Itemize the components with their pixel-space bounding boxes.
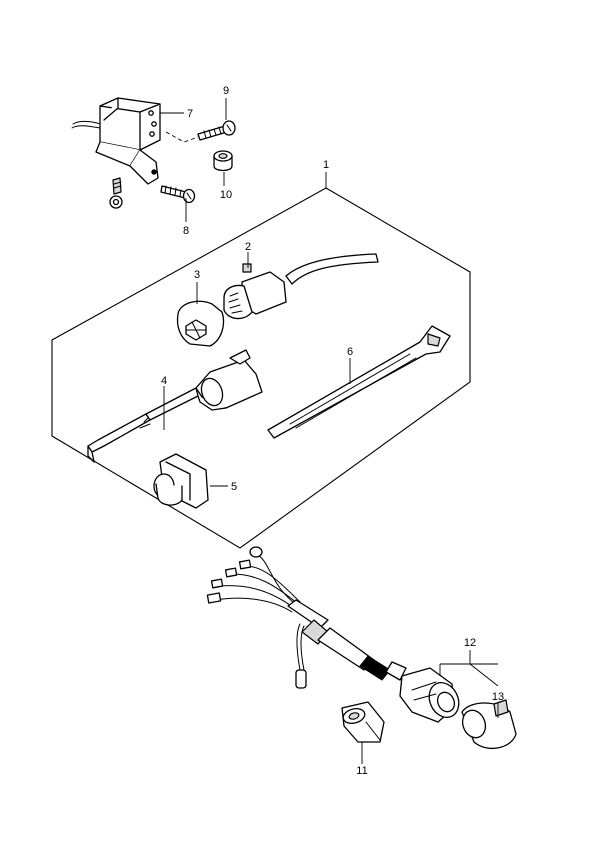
part-12-socket [399, 667, 460, 723]
part-6-cable-tie [267, 325, 451, 439]
kit-outline-frame [51, 187, 471, 549]
callout-9: 9 [223, 85, 229, 97]
part-11-grommet [341, 701, 385, 743]
part-8-screw [160, 185, 196, 204]
part-4-terminal [87, 349, 263, 463]
part-3-grommet [176, 300, 225, 347]
callout-8: 8 [183, 225, 189, 237]
part-7-switch-bracket [71, 97, 161, 209]
callout-5: 5 [231, 481, 237, 493]
callout-12: 12 [464, 637, 476, 649]
part-9-screw [197, 120, 236, 141]
callout-4: 4 [161, 375, 167, 387]
callout-2: 2 [245, 241, 251, 253]
part-5-clip [153, 453, 209, 509]
wiring-harness [206, 546, 407, 689]
leader-dashed-9 [165, 131, 199, 143]
part-2-connector [223, 253, 379, 320]
callout-13: 13 [492, 691, 504, 703]
part-10-collar [213, 150, 233, 172]
callout-11: 11 [356, 765, 367, 777]
callout-1: 1 [323, 159, 329, 171]
callout-numbers: 1 2 3 4 5 6 7 8 9 10 11 12 13 [161, 85, 504, 777]
callout-6: 6 [347, 346, 353, 358]
callout-7: 7 [187, 108, 193, 120]
callout-3: 3 [194, 269, 200, 281]
callout-10: 10 [220, 189, 232, 201]
part-13-cap [461, 699, 517, 750]
leader-lines [160, 98, 499, 764]
